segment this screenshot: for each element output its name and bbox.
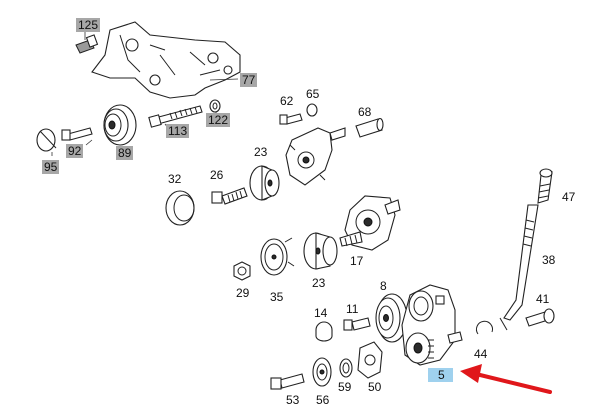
cap-95 (36, 128, 57, 152)
part-label-26[interactable]: 26 (210, 168, 224, 182)
part-label-23-upper[interactable]: 23 (254, 145, 268, 159)
part-label-29[interactable]: 29 (236, 286, 250, 300)
idler-pulley-8 (375, 293, 408, 343)
bolt-62 (279, 113, 303, 125)
cover-32 (165, 190, 195, 226)
part-label-38[interactable]: 38 (542, 253, 556, 267)
part-label-89[interactable]: 89 (116, 146, 134, 160)
bolt-41 (525, 308, 555, 327)
part-label-41[interactable]: 41 (536, 292, 550, 306)
housing-65 (285, 127, 346, 186)
washer-59 (339, 358, 353, 378)
disc-35 (260, 237, 295, 276)
part-label-125[interactable]: 125 (76, 18, 101, 32)
part-label-65[interactable]: 65 (306, 87, 320, 101)
part-label-23-lower[interactable]: 23 (312, 276, 326, 290)
bolt-11 (343, 317, 371, 331)
part-label-53[interactable]: 53 (286, 393, 300, 407)
part-label-113[interactable]: 113 (166, 124, 190, 138)
part-label-68[interactable]: 68 (358, 105, 372, 119)
part-label-56[interactable]: 56 (316, 393, 330, 407)
part-label-32[interactable]: 32 (168, 172, 182, 186)
part-label-59[interactable]: 59 (338, 380, 352, 394)
part-label-35[interactable]: 35 (270, 290, 284, 304)
part-label-50[interactable]: 50 (368, 380, 382, 394)
part-label-47[interactable]: 47 (562, 190, 576, 204)
part-label-17[interactable]: 17 (350, 254, 364, 268)
washer-65 (306, 103, 318, 117)
bolt-53 (270, 373, 305, 390)
part-label-95[interactable]: 95 (42, 160, 60, 174)
tensioner-arm-17 (339, 195, 401, 251)
disc-56 (312, 357, 332, 387)
sleeve-68 (355, 117, 384, 138)
tensioner-assembly-5 (401, 284, 463, 366)
disc-23-lower (303, 232, 338, 270)
cap-14 (315, 321, 333, 342)
rod-38 (503, 204, 539, 321)
bolt-92 (61, 127, 93, 141)
plate-50 (357, 341, 383, 379)
bolt-125 (75, 34, 99, 54)
bolt-113 (148, 105, 203, 128)
part-label-8[interactable]: 8 (380, 279, 387, 293)
bolt-26 (211, 187, 248, 205)
part-label-44[interactable]: 44 (474, 347, 488, 361)
mounting-bracket (91, 21, 241, 99)
part-label-14[interactable]: 14 (314, 306, 328, 320)
part-label-62[interactable]: 62 (280, 94, 294, 108)
pulley-89 (103, 104, 137, 146)
part-label-11[interactable]: 11 (346, 302, 359, 316)
pointer-arrow (460, 364, 552, 394)
washer-122 (209, 99, 221, 113)
disc-23-upper (249, 165, 280, 201)
part-label-122[interactable]: 122 (206, 113, 231, 127)
rod-end-47 (537, 168, 553, 204)
part-label-92[interactable]: 92 (66, 144, 84, 158)
clip-44 (475, 317, 508, 335)
part-label-5-highlighted[interactable]: 5 (428, 368, 453, 382)
part-label-77[interactable]: 77 (240, 73, 258, 87)
nut-29 (233, 261, 251, 281)
